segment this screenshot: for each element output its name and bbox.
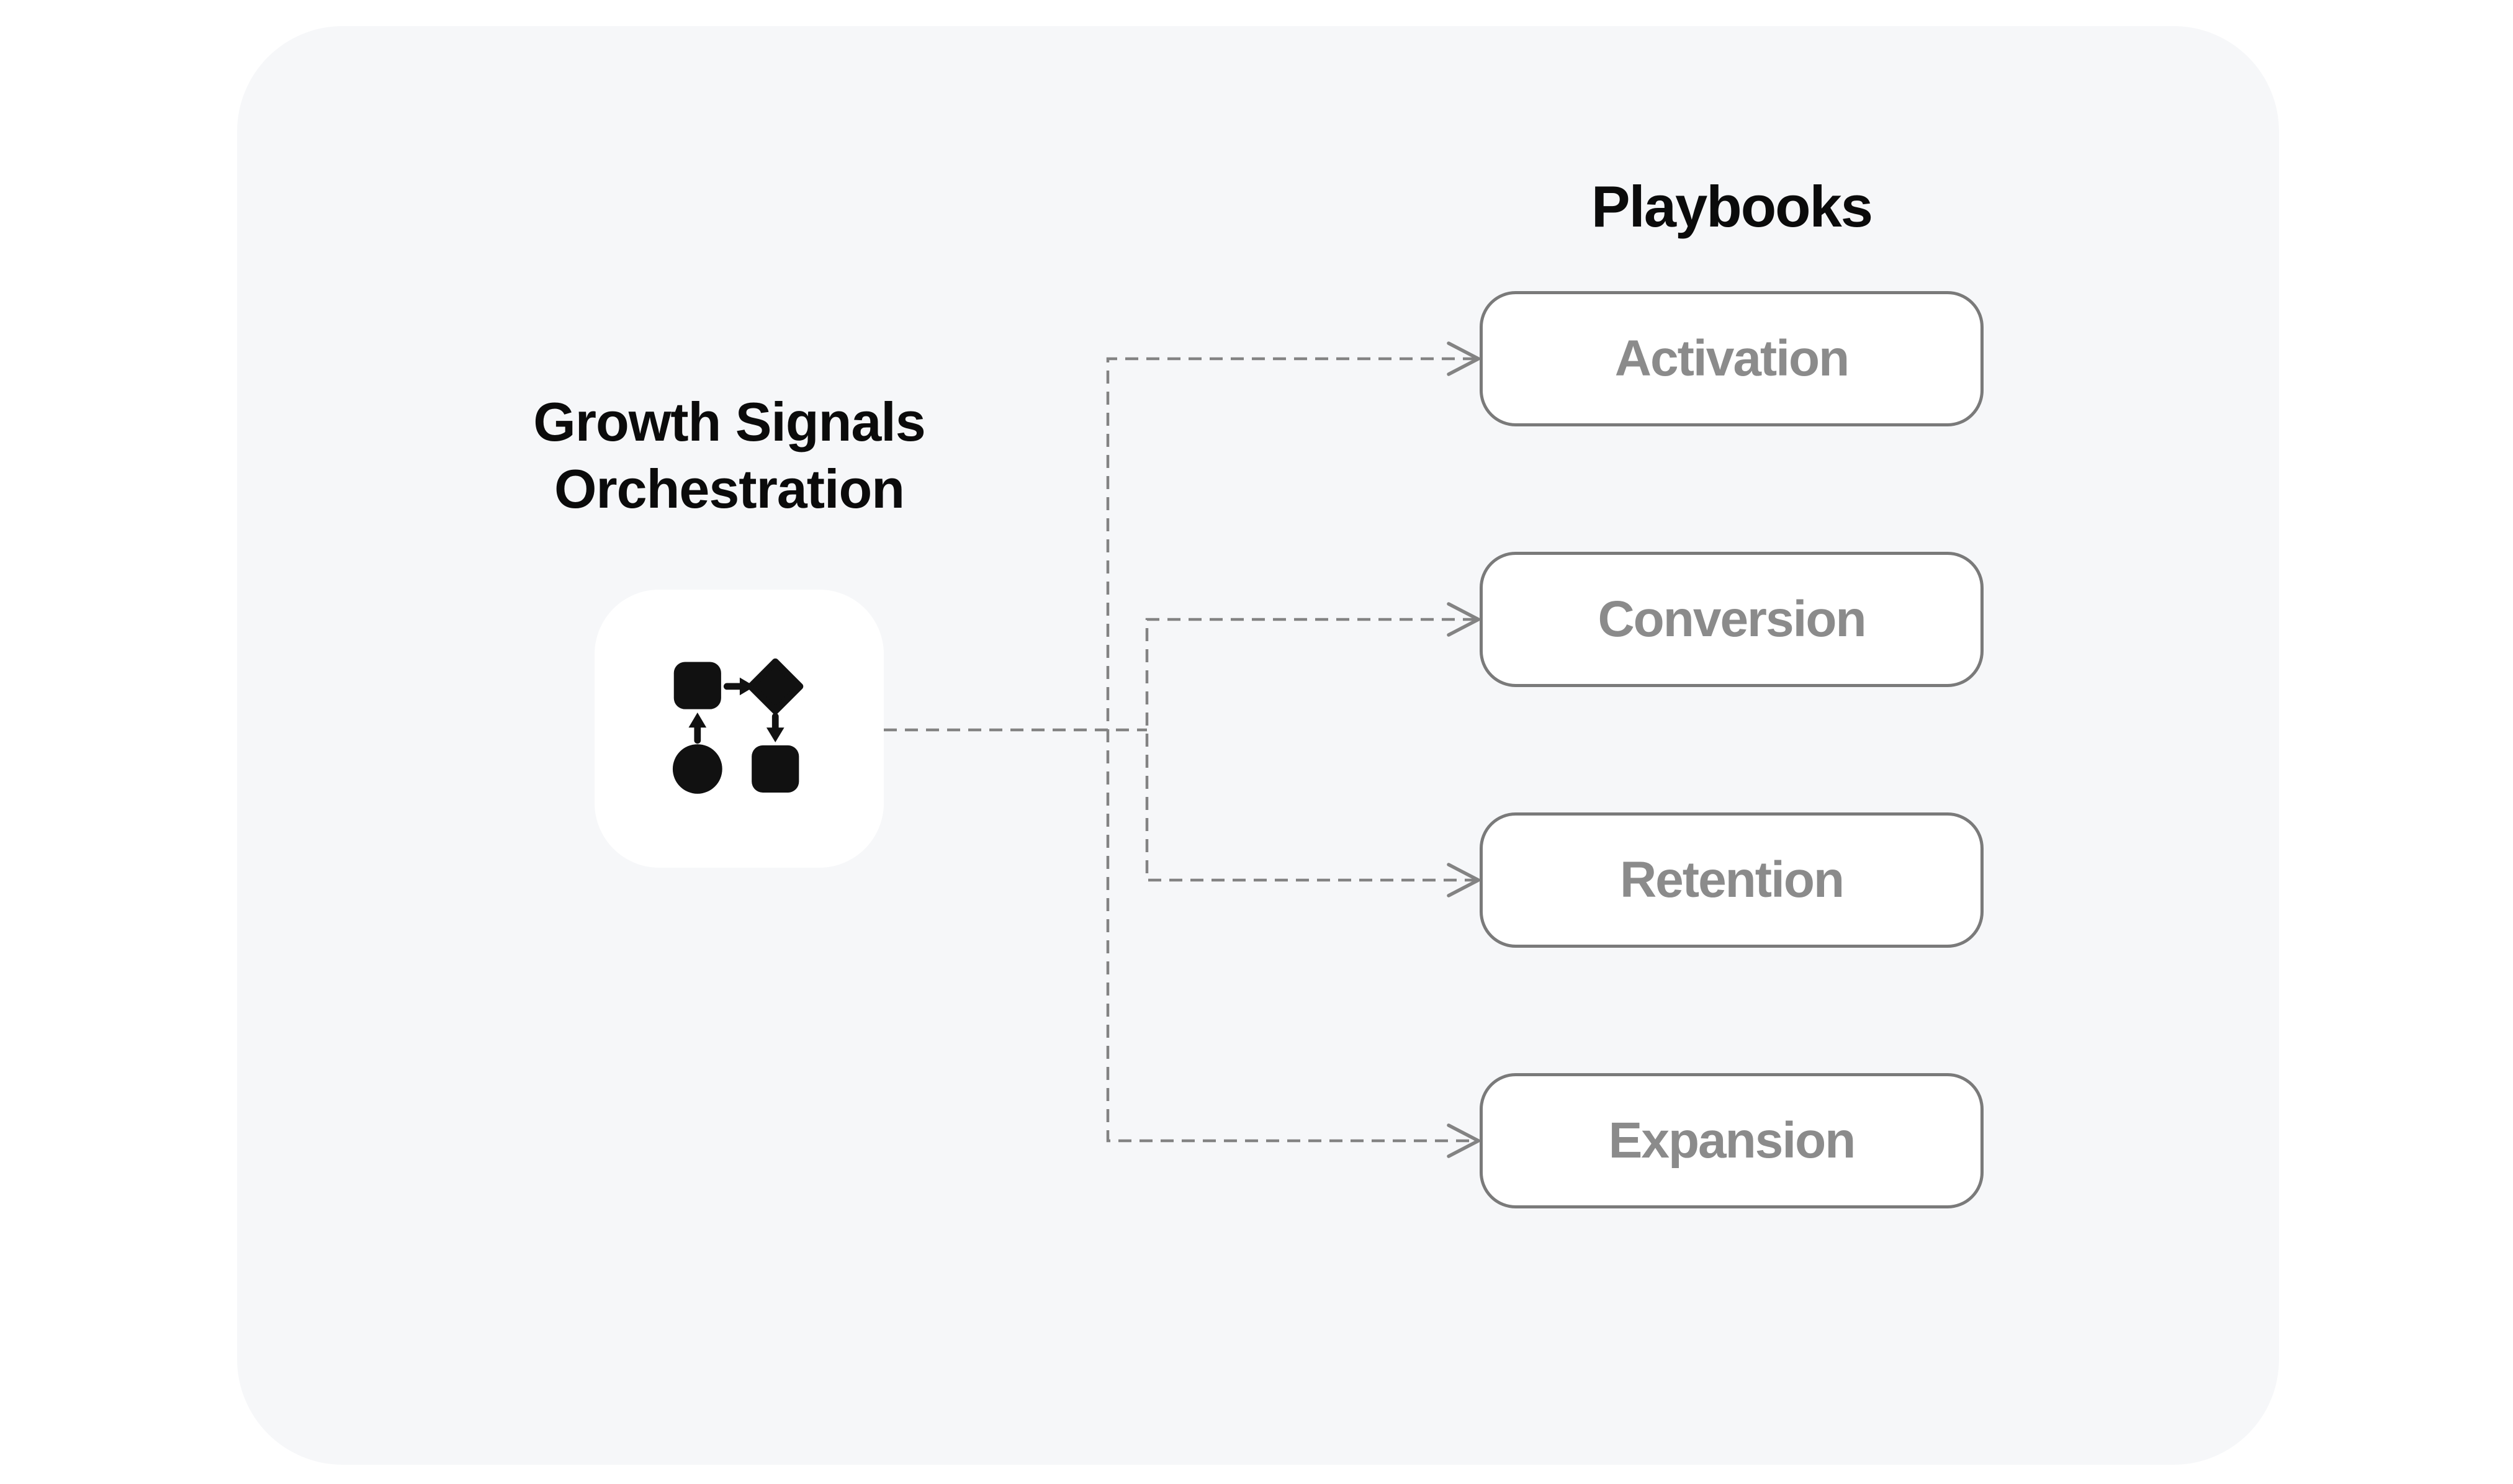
workflow-icon — [672, 658, 804, 794]
playbook-box-retention: Retention — [1480, 812, 1984, 948]
workflow-arrow-up-head — [688, 713, 707, 728]
orchestration-icon-card — [595, 590, 884, 868]
source-title-line2: Orchestration — [554, 458, 905, 519]
playbook-box-expansion: Expansion — [1480, 1073, 1984, 1208]
workflow-start-circle — [672, 744, 722, 794]
playbook-label-retention: Retention — [1619, 852, 1845, 908]
workflow-arrow-down-head — [766, 727, 784, 742]
playbook-label-expansion: Expansion — [1608, 1112, 1856, 1169]
workflow-arrow-right-head — [739, 677, 755, 696]
source-node-title: Growth Signals Orchestration — [388, 389, 1071, 523]
workflow-decision-diamond — [747, 658, 804, 714]
playbook-box-conversion: Conversion — [1480, 552, 1984, 687]
workflow-process-square-bottom — [752, 745, 799, 793]
playbook-box-activation: Activation — [1480, 291, 1984, 426]
playbooks-column-title: Playbooks — [1591, 174, 1873, 239]
playbook-label-activation: Activation — [1614, 330, 1850, 387]
workflow-process-square-top — [673, 662, 721, 709]
source-title-line1: Growth Signals — [533, 391, 925, 452]
playbook-label-conversion: Conversion — [1598, 591, 1866, 647]
